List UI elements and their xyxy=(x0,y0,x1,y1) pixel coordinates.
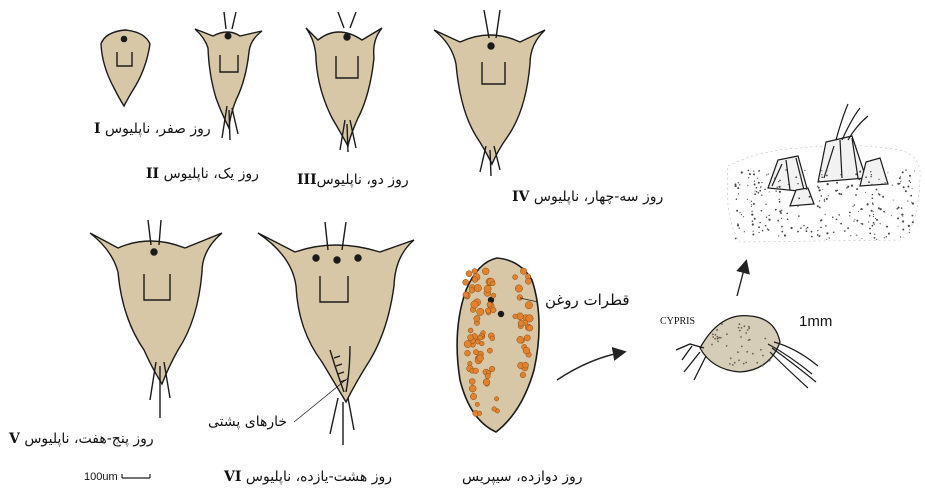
stage-5-label: روز پنج-هفت، ناپلیوس V xyxy=(9,431,154,447)
cypris-name-label: CYPRIS xyxy=(660,316,695,327)
stage-6-label: روز هشت-یازده، ناپلیوس VI xyxy=(224,469,392,485)
adult-barnacles xyxy=(727,104,920,242)
nauplius-stage-4 xyxy=(434,10,545,176)
stage-4-label: روز سه-چهار، ناپلیوس IV xyxy=(512,189,663,205)
nauplius-stage-1 xyxy=(101,30,150,106)
dorsal-spines-label: خارهای پشتی xyxy=(208,414,287,430)
arrow-to-cypris xyxy=(557,352,624,380)
nauplius-stage-6 xyxy=(258,222,414,445)
stage-3-label: روز دو، ناپلیوسIII xyxy=(297,172,409,188)
cypris-scale-label: 1mm xyxy=(799,313,832,330)
scale-bar xyxy=(122,474,150,478)
nauplius-stage-5 xyxy=(90,220,222,418)
oil-droplets-label: قطرات روغن xyxy=(545,291,630,309)
stage-1-label: روز صفر، ناپلیوس I xyxy=(94,121,211,137)
cypris-stage-label: روز دوازده، سیپریس xyxy=(462,469,583,485)
scale-bar-label: 100um xyxy=(84,471,118,483)
dorsal-spine-leader xyxy=(294,378,348,422)
stage-2-label: روز یک، ناپلیوس II xyxy=(146,166,259,182)
arrow-to-adult xyxy=(737,262,746,296)
nauplius-stage-3 xyxy=(306,12,382,152)
